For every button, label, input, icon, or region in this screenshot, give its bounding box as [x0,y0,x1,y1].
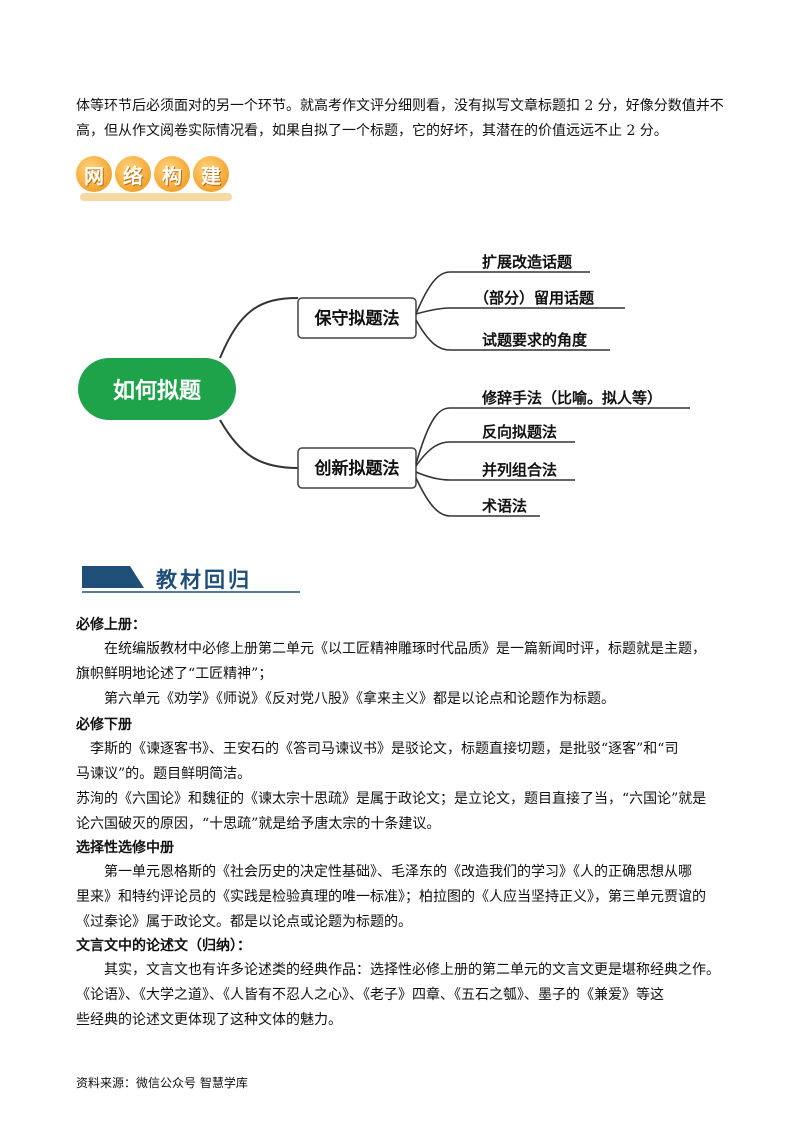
branch-label-conservative: 保守拟题法 [314,308,400,329]
banner-char: 网 [76,156,112,192]
heading-compulsory-1: 必修上册： [76,617,146,633]
leaf-connector [415,271,590,315]
heading-compulsory-2: 必修下册 [76,717,132,733]
leaf-parallel: 并列组合法 [482,461,557,479]
branch-label-innovative: 创新拟题法 [314,458,400,479]
text-line: 马谏议”的。题目鲜明简洁。 [76,766,252,782]
leaf-rhetoric: 修辞手法（比喻。拟人等） [481,389,662,407]
leaf-connector [415,319,610,351]
section-header-textbook: 教材回归 [82,566,300,593]
paragraph-compulsory-1: 在统编版教材中必修上册第二单元《以工匠精神雕琢时代品质》是一篇新闻时评，标题就是… [76,637,732,687]
leaf-reverse: 反向拟题法 [482,423,557,441]
banner-char: 构 [154,156,190,192]
branch-node-conservative [297,297,417,339]
section-header-marker [82,566,144,588]
text-line: 李斯的《谏逐客书》、王安石的《答司马谏议书》是驳论文，标题直接切题，是批驳“逐客… [90,741,679,757]
connector-root-branch2 [219,419,299,469]
heading-elective-middle: 选择性选修中册 [76,840,174,856]
banner-underline [80,193,232,201]
root-label: 如何拟题 [113,378,202,404]
leaf-requirement-angle: 试题要求的角度 [482,331,588,349]
branch-node-innovative [297,447,417,489]
leaf-connector [415,477,540,517]
text-line: 里来》和特约评论员的《实践是检验真理的唯一标准》；柏拉图的《人应当坚持正义》，第… [76,889,706,905]
leaf-connector [415,407,690,465]
paragraph-elective: 第一单元恩格斯的《社会历史的决定性基础》、毛泽东的《改造我们的学习》《人的正确思… [76,860,732,935]
leaf-terminology: 术语法 [482,497,527,515]
paragraph-unit-six: 第六单元《劝学》《师说》《反对党八股》《拿来主义》都是以论点和论题作为标题。 [76,687,732,712]
mind-map: 如何拟题 保守拟题法 扩展改造话题 （部分）留用话题 试题要求的角度 创新拟题法… [78,253,690,517]
intro-line-2: 高，但从作文阅卷实际情况看，如果自拟了一个标题，它的好坏，其潜在的价值远远不止 … [76,123,668,139]
leaf-connector [415,471,575,481]
root-node [78,358,236,420]
section-title: 教材回归 [156,568,252,592]
section-banner-network: 网 络 构 建 [76,156,229,192]
paragraph-political: 苏洵的《六国论》和魏征的《谏太宗十思疏》是属于政论文；是立论文，题目直接了当，“… [76,787,732,837]
text-line: 苏洵的《六国论》和魏征的《谏太宗十思疏》是属于政论文；是立论文，题目直接了当，“… [76,791,707,807]
intro-paragraph: 体等环节后必须面对的另一个环节。就高考作文评分细则看，没有拟写文章标题扣 2 分… [76,94,732,144]
paragraph-rebuttal: 李斯的《谏逐客书》、王安石的《答司马谏议书》是驳论文，标题直接切题，是批驳“逐客… [76,737,732,787]
leaf-connector [415,441,575,467]
intro-line-1: 体等环节后必须面对的另一个环节。就高考作文评分细则看，没有拟写文章标题扣 2 分… [76,98,724,114]
connector-root-branch1 [219,297,299,359]
text-line: 论六国破灭的原因，“十思疏”就是给予唐太宗的十条建议。 [76,816,441,832]
text-line: 些经典的论述文更体现了这种文体的魅力。 [76,1012,342,1028]
leaf-reuse-topic: （部分）留用话题 [474,289,595,307]
paragraph-classical: 其实，文言文也有许多论述类的经典作品：选择性必修上册的第二单元的文言文更是堪称经… [76,958,732,1033]
text-line: 旗帜鲜明地论述了“工匠精神”； [76,666,273,682]
text-line: 在统编版教材中必修上册第二单元《以工匠精神雕琢时代品质》是一篇新闻时评，标题就是… [104,641,706,657]
leaf-connector [415,307,625,315]
text-line: 《过秦论》属于政论文。都是以论点或论题为标题的。 [76,914,412,930]
leaf-extend-topic: 扩展改造话题 [482,253,573,271]
banner-char: 建 [193,156,229,192]
text-line: 《论语》、《大学之道》、《人皆有不忍人之心》、《老子》四章、《五石之瓠》、墨子的… [76,987,664,1003]
text-line: 其实，文言文也有许多论述类的经典作品：选择性必修上册的第二单元的文言文更是堪称经… [104,962,720,978]
heading-classical: 文言文中的论述文（归纳）： [76,938,251,954]
text-line: 第六单元《劝学》《师说》《反对党八股》《拿来主义》都是以论点和论题作为标题。 [104,691,615,707]
banner-char: 络 [115,156,151,192]
source-footer: 资料来源：微信公众号 智慧学库 [76,1076,248,1090]
text-line: 第一单元恩格斯的《社会历史的决定性基础》、毛泽东的《改造我们的学习》《人的正确思… [104,864,692,880]
